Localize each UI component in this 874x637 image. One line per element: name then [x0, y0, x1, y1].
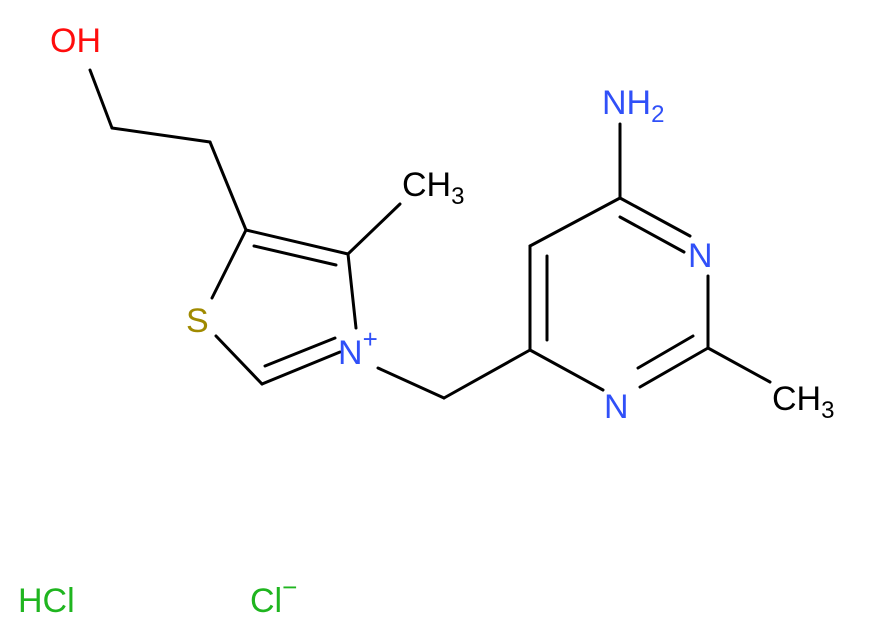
bond-n3-c2-double: [263, 336, 337, 368]
pyrimidine-methyl-label: CH3: [772, 380, 834, 424]
bond-c2p-methyl: [706, 346, 772, 384]
bond-s-c5: [210, 228, 248, 300]
bond-c5p-c6p: [528, 196, 622, 248]
chloride-charge: −: [282, 572, 297, 602]
chloride-main: Cl: [250, 582, 282, 620]
bond-n3-c2: [260, 350, 342, 386]
thiazole-methyl-label: CH3: [402, 166, 464, 210]
pyrimidine-n-lower-label: N: [604, 388, 629, 426]
bond-o-c1: [88, 68, 114, 130]
bond-n3-ch2: [376, 366, 446, 400]
chloride-label: Cl−: [250, 572, 297, 620]
amino-main: NH: [602, 84, 651, 122]
amino-sub: 2: [651, 101, 664, 128]
bond-c2-s: [214, 334, 264, 386]
bond-c4-methyl: [346, 202, 402, 256]
bonds: [88, 68, 772, 400]
hydroxyl-label: OH: [50, 22, 101, 60]
thiazole-methyl-sub: 3: [451, 183, 464, 210]
thiazolium-n-label: N+: [338, 324, 378, 372]
sulfur-label: S: [186, 302, 209, 340]
bond-n3p-c4p: [528, 348, 605, 392]
bond-c4-n3: [346, 252, 358, 330]
bond-c2-c5: [208, 140, 248, 232]
bond-c1-c2: [110, 126, 212, 144]
bond-c5-c4: [244, 228, 350, 256]
hcl-label: HCl: [18, 582, 75, 620]
bond-c5-c4-double: [252, 244, 338, 267]
bond-c6p-n1p-double: [618, 215, 686, 254]
bond-c6p-n1p: [618, 196, 692, 238]
pyrimidine-methyl-main: CH: [772, 380, 821, 418]
atom-labels: OH CH3 NH2 N N CH3 S N+ HCl Cl−: [18, 22, 834, 620]
bond-c2p-n3p: [638, 346, 710, 389]
amino-label: NH2: [602, 84, 664, 128]
thiazolium-n-charge: +: [363, 324, 378, 354]
pyrimidine-methyl-sub: 3: [821, 397, 834, 424]
thiazolium-n-main: N: [338, 334, 363, 372]
bond-c2p-n3p-double: [636, 334, 695, 370]
bond-ch2-c4p: [442, 348, 532, 400]
thiazole-methyl-main: CH: [402, 166, 451, 204]
pyrimidine-n-upper-label: N: [688, 237, 713, 275]
